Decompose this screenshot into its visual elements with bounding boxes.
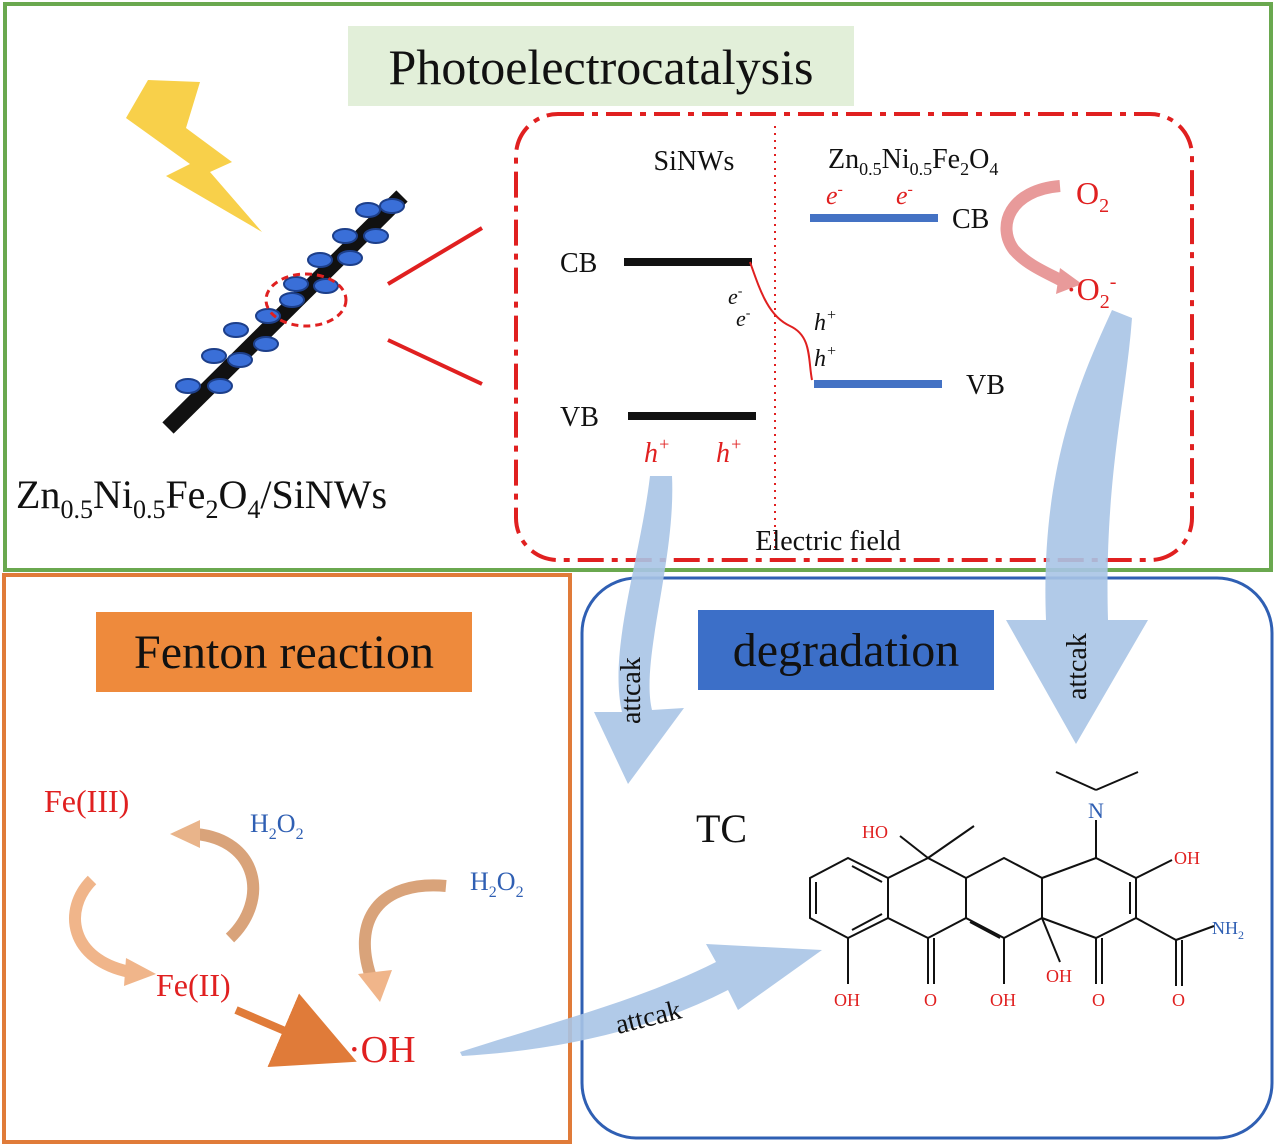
sinws-header: SiNWs	[654, 146, 735, 177]
attack-arrow-hydroxyl	[460, 944, 822, 1056]
svg-text:HO: HO	[862, 822, 888, 842]
electric-field-label: Electric field	[755, 526, 900, 557]
attack-arrow-superoxide	[1006, 310, 1148, 744]
sinws-vb-label: VB	[560, 402, 599, 433]
fe2-label: Fe(II)	[156, 967, 231, 1003]
ferrite-vb-label: VB	[966, 370, 1005, 401]
fenton-arrow-head	[170, 820, 200, 848]
fenton-title-bg	[96, 612, 472, 692]
svg-text:N: N	[1088, 798, 1104, 823]
sinws-cb-label: CB	[560, 248, 597, 279]
tetracycline-labels: HO OH N NH2 OH O OH OH O O	[834, 798, 1244, 1010]
fenton-arrow-fe2-fe3	[195, 828, 260, 943]
svg-text:OH: OH	[1046, 966, 1072, 986]
interface-hole: h+	[814, 307, 837, 336]
svg-text:O: O	[924, 990, 937, 1010]
o2-arrow-head	[1056, 268, 1082, 294]
nanowire-icon	[162, 190, 408, 434]
fenton-panel	[2, 573, 572, 1144]
hole-label: h+	[716, 434, 742, 469]
band-diagram-box	[514, 112, 1194, 562]
fenton-arrow-fe3-fe2	[69, 875, 132, 978]
h2o2-label: H2O2	[250, 809, 304, 843]
svg-text:O: O	[1092, 990, 1105, 1010]
material-label: Zn0.5Ni0.5Fe2O4/SiNWs	[16, 472, 387, 524]
fenton-title: Fenton reaction	[134, 626, 434, 679]
fenton-arrow-head	[358, 970, 392, 1002]
interface-electron: e-	[736, 306, 751, 331]
oh-radical-label: ·OH	[348, 1029, 416, 1071]
tetracycline-structure	[809, 771, 1215, 986]
h2o2-label: H2O2	[470, 867, 524, 901]
degradation-title-bg	[698, 610, 994, 690]
znnife-header: Zn0.5Ni0.5Fe2O4	[828, 144, 998, 179]
svg-text:OH: OH	[990, 990, 1016, 1010]
o2-reduction-arrow	[1000, 180, 1067, 288]
fenton-arrow-head	[124, 958, 156, 986]
o2-label: O2	[1076, 175, 1109, 217]
fe3-label: Fe(III)	[44, 783, 129, 819]
attack-label: attcak	[1062, 633, 1093, 700]
svg-text:NH2: NH2	[1212, 918, 1244, 942]
svg-text:OH: OH	[1174, 848, 1200, 868]
zoom-line-top	[386, 226, 484, 286]
ferrite-cb-label: CB	[952, 204, 989, 235]
attack-label: attcak	[616, 657, 647, 724]
h2o2-to-oh-arrow	[358, 879, 447, 983]
electron-label: e-	[826, 181, 843, 210]
hole-label: h+	[644, 434, 670, 469]
photo-title: Photoelectrocatalysis	[389, 39, 814, 95]
interface-hole: h+	[814, 343, 837, 372]
zoom-circle	[264, 272, 348, 328]
photo-title-bg	[348, 26, 854, 106]
charge-transfer-curve	[749, 261, 813, 381]
degradation-title: degradation	[733, 624, 960, 677]
zoom-line-bottom	[387, 338, 483, 386]
interface-electron: e-	[728, 284, 743, 309]
svg-text:OH: OH	[834, 990, 860, 1010]
fe2-to-oh-arrow	[234, 993, 357, 1068]
electron-label: e-	[896, 181, 913, 210]
svg-text:O: O	[1172, 990, 1185, 1010]
superoxide-label: ·O2-	[1066, 271, 1116, 313]
lightning-icon	[126, 80, 262, 232]
degradation-panel	[580, 576, 1274, 1140]
tc-label: TC	[696, 806, 747, 851]
attack-arrow-holes	[594, 476, 684, 784]
